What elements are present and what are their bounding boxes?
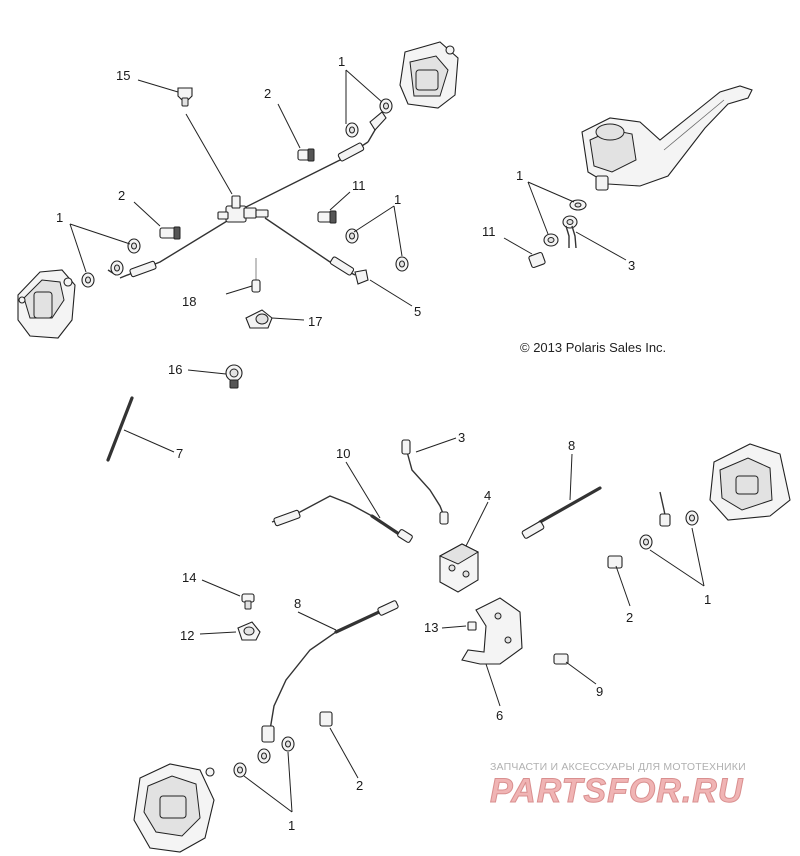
callout-4: 4 <box>484 488 491 503</box>
junction-block <box>438 543 480 593</box>
brake-line-8-lower <box>233 600 399 778</box>
callout-2: 2 <box>264 86 271 101</box>
callout-labels: 15 2 1 2 1 11 1 18 17 5 16 7 1 11 3 10 3… <box>56 54 711 833</box>
callout-14: 14 <box>182 570 196 585</box>
callout-18: 18 <box>182 294 196 309</box>
callout-1: 1 <box>288 818 295 833</box>
small-fasteners-left <box>237 593 261 641</box>
master-cylinder-lever <box>581 85 753 191</box>
washers-top-left <box>81 98 409 288</box>
callout-13: 13 <box>424 620 438 635</box>
callout-11: 11 <box>482 224 496 239</box>
callout-12: 12 <box>180 628 194 643</box>
watermark-logo: PARTSFOR.RU <box>489 772 744 811</box>
callout-9: 9 <box>596 684 603 699</box>
master-cylinder-fittings <box>528 199 587 269</box>
callout-3: 3 <box>628 258 635 273</box>
brake-line-3 <box>401 439 449 525</box>
callout-1: 1 <box>56 210 63 225</box>
callout-8: 8 <box>294 596 301 611</box>
callout-11: 11 <box>352 178 366 193</box>
watermark-tagline: ЗАПЧАСТИ И АКСЕССУАРЫ ДЛЯ МОТОТЕХНИКИ <box>490 761 746 773</box>
brake-hose-10 <box>271 495 413 543</box>
rear-right-caliper <box>607 443 791 569</box>
callout-1: 1 <box>338 54 345 69</box>
callout-2: 2 <box>356 778 363 793</box>
front-brake-line-tee-assembly <box>107 111 387 285</box>
copyright-text: © 2013 Polaris Sales Inc. <box>520 340 667 355</box>
callout-3: 3 <box>458 430 465 445</box>
callout-1: 1 <box>394 192 401 207</box>
callout-2: 2 <box>626 610 633 625</box>
callout-7: 7 <box>176 446 183 461</box>
bolts-top-left <box>159 87 337 389</box>
front-right-caliper <box>399 41 459 109</box>
rear-left-caliper <box>133 763 215 853</box>
callout-1: 1 <box>516 168 523 183</box>
callout-2: 2 <box>118 188 125 203</box>
callout-5: 5 <box>414 304 421 319</box>
leader-lines <box>69 69 705 813</box>
brake-bracket <box>461 597 569 665</box>
brake-line-rod <box>106 396 134 462</box>
callout-16: 16 <box>168 362 182 377</box>
brake-line-8-upper <box>521 486 602 539</box>
callout-17: 17 <box>308 314 322 329</box>
callout-1: 1 <box>704 592 711 607</box>
front-left-caliper <box>17 269 76 339</box>
callout-10: 10 <box>336 446 350 461</box>
callout-6: 6 <box>496 708 503 723</box>
callout-8: 8 <box>568 438 575 453</box>
callout-15: 15 <box>116 68 130 83</box>
